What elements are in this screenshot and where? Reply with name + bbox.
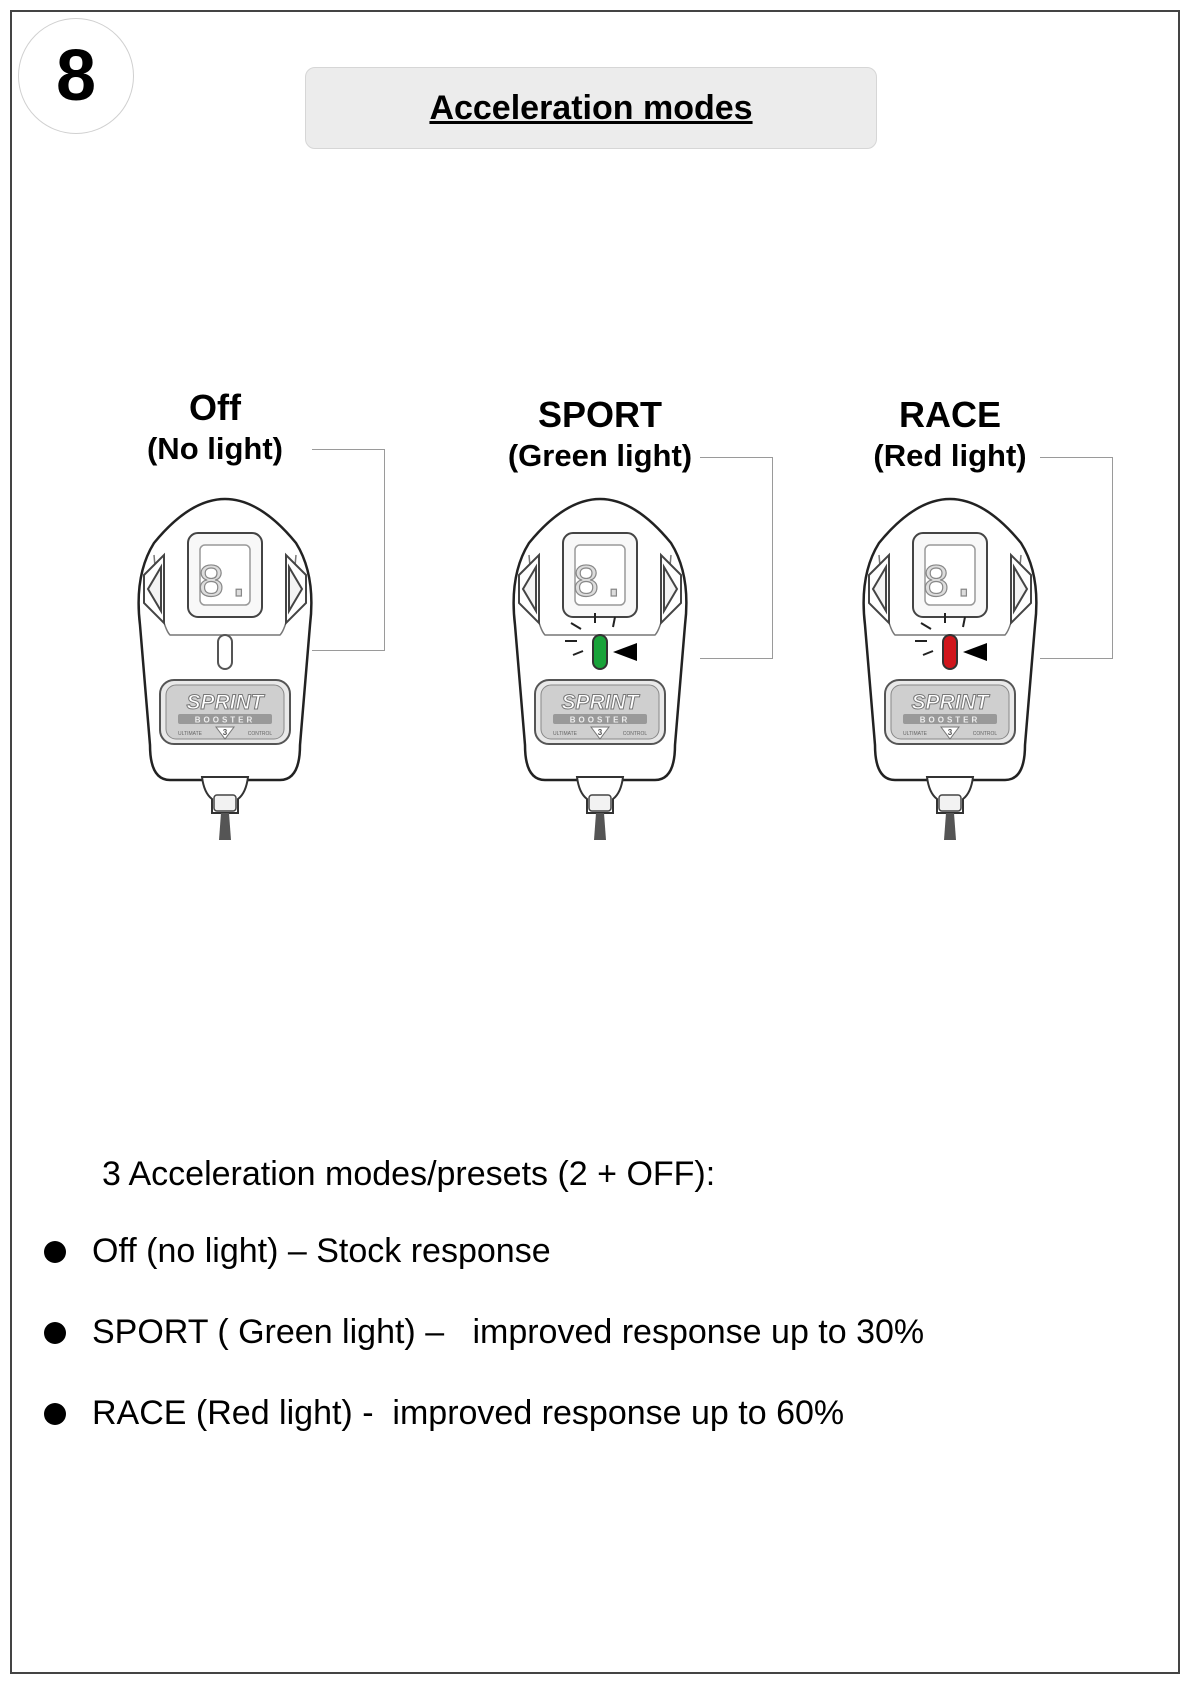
- mode-light: (No light): [146, 431, 283, 466]
- mode-label-race: RACE (Red light): [860, 392, 1040, 476]
- bullet-icon: [44, 1241, 66, 1263]
- logo-brand: SPRINT: [561, 691, 640, 714]
- sprint-booster-logo: SPRINT BOOSTER ULTIMATE CONTROL 3: [534, 679, 666, 745]
- display-digit: 8.: [572, 558, 627, 610]
- page-number-badge: 8: [18, 18, 134, 134]
- page-title: Acceleration modes: [429, 88, 753, 127]
- logo-tagline-left: ULTIMATE: [553, 731, 578, 737]
- logo-subbrand: BOOSTER: [195, 716, 256, 725]
- display-digit: 8.: [197, 558, 252, 610]
- logo-tagline-left: ULTIMATE: [903, 731, 928, 737]
- sprint-booster-logo: SPRINT BOOSTER ULTIMATE CONTROL 3: [884, 679, 1016, 745]
- title-box: Acceleration modes: [305, 67, 877, 149]
- cable-connector: [575, 776, 625, 814]
- cable: [594, 813, 606, 840]
- chevron-left-icon: [518, 552, 540, 626]
- logo-version: 3: [598, 728, 603, 737]
- device-sport: 8. SPRINT BOOSTER ULTIMATE CONTROL 3: [512, 497, 688, 840]
- logo-tagline-right: CONTROL: [623, 731, 648, 737]
- mode-list: Off (no light) – Stock response SPORT ( …: [40, 1232, 924, 1475]
- list-item: SPORT ( Green light) – improved response…: [40, 1313, 924, 1394]
- page-number: 8: [55, 36, 97, 116]
- logo-subbrand: BOOSTER: [570, 716, 631, 725]
- summary-intro: 3 Acceleration modes/presets (2 + OFF):: [102, 1155, 716, 1193]
- mode-light: (Red light): [873, 438, 1027, 473]
- status-led: [592, 634, 608, 670]
- list-item-text: RACE (Red light) - improved response up …: [92, 1394, 845, 1432]
- logo-subbrand: BOOSTER: [920, 716, 981, 725]
- chevron-right-icon: [1010, 552, 1032, 626]
- list-item: Off (no light) – Stock response: [40, 1232, 924, 1313]
- led-glow-rays: [565, 613, 616, 656]
- mode-name: Off: [189, 387, 241, 428]
- mode-name: RACE: [898, 394, 1001, 435]
- logo-brand: SPRINT: [186, 691, 265, 714]
- led-pointer-arrow: [963, 643, 987, 661]
- list-item-text: Off (no light) – Stock response: [92, 1232, 551, 1270]
- chevron-left-icon: [868, 552, 890, 626]
- leader-line-off: [312, 449, 385, 651]
- mode-name: SPORT: [537, 394, 662, 435]
- status-led: [217, 634, 233, 670]
- chevron-right-icon: [285, 552, 307, 626]
- sprint-booster-logo: SPRINT BOOSTER ULTIMATE CONTROL 3: [159, 679, 291, 745]
- cable-connector: [925, 776, 975, 814]
- device-off: 8. SPRINT BOOSTER ULTIMATE CONTROL 3: [137, 497, 313, 840]
- led-pointer-arrow: [613, 643, 637, 661]
- mode-label-off: Off (No light): [130, 385, 300, 469]
- bullet-icon: [44, 1403, 66, 1425]
- logo-brand: SPRINT: [911, 691, 990, 714]
- logo-version: 3: [948, 728, 953, 737]
- list-item: RACE (Red light) - improved response up …: [40, 1394, 924, 1475]
- status-led: [942, 634, 958, 670]
- mode-light: (Green light): [507, 438, 693, 473]
- display-digit: 8.: [922, 558, 977, 610]
- chevron-left-icon: [143, 552, 165, 626]
- cable: [944, 813, 956, 840]
- cable: [219, 813, 231, 840]
- led-glow-rays: [915, 613, 966, 656]
- bullet-icon: [44, 1322, 66, 1344]
- logo-version: 3: [223, 728, 228, 737]
- leader-line-race: [1040, 457, 1113, 659]
- chevron-right-icon: [660, 552, 682, 626]
- mode-label-sport: SPORT (Green light): [490, 392, 710, 476]
- list-item-text: SPORT ( Green light) – improved response…: [92, 1313, 925, 1351]
- logo-tagline-right: CONTROL: [973, 731, 998, 737]
- logo-tagline-left: ULTIMATE: [178, 731, 203, 737]
- cable-connector: [200, 776, 250, 814]
- logo-tagline-right: CONTROL: [248, 731, 273, 737]
- device-race: 8. SPRINT BOOSTER ULTIMATE CONTROL 3: [862, 497, 1038, 840]
- page-frame: [10, 10, 1180, 1674]
- leader-line-sport: [700, 457, 773, 659]
